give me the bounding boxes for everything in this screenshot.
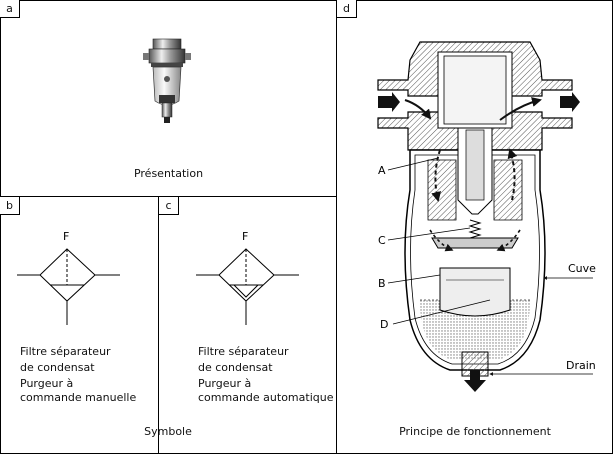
callout-cuve: Cuve [568,262,596,275]
symbol-letter-f: F [242,230,248,243]
symbols-caption: Symbole [144,425,192,438]
callout-d: D [380,318,388,331]
callout-drain: Drain [566,359,596,372]
panel-symbol-manual: b F Filtre séparateur de condensat Purge… [0,197,159,454]
callout-a: A [378,164,386,177]
panel-working-principle: d [337,0,613,454]
manual-description-line-2: de condensat [20,361,95,374]
filter-symbol-automatic-drain: F [196,230,299,325]
symbol-letter-f: F [63,230,69,243]
presentation-caption: Présentation [133,167,204,180]
panel-tag-c: c [159,197,179,215]
automatic-description-line-2: de condensat [198,361,273,374]
manual-description-line-4: commande manuelle [20,391,137,404]
automatic-description-line-4: commande automatique [198,391,334,404]
manual-description-line-3: Purgeur à [20,377,74,390]
filter-symbol-manual-drain: F [17,230,120,325]
callout-c: C [378,234,386,247]
panel-tag-d: d [337,0,357,18]
panel-presentation: a Présentation [0,0,337,197]
manual-description-line-1: Filtre séparateur [20,345,111,358]
callout-b: B [378,277,386,290]
filter-cross-section: A C B D Cuve Drain [377,41,596,392]
filter-product-photo [143,38,191,123]
panel-tag-b: b [0,197,20,215]
automatic-description-line-3: Purgeur à [198,377,252,390]
automatic-description-line-1: Filtre séparateur [198,345,289,358]
panel-symbol-automatic: c F Filtre séparateur de condensat Purge… [159,197,337,454]
panel-tag-a: a [0,0,20,18]
principle-caption: Principe de fonctionnement [399,425,551,438]
